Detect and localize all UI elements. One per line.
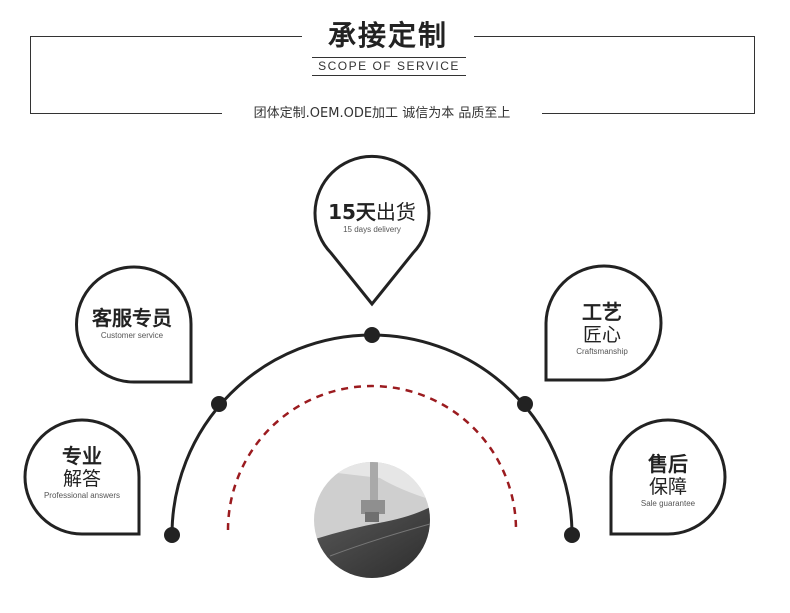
arc-dot-top [364,327,380,343]
arc-dot-left-mid [211,396,227,412]
answers-title-2: 解答 [62,468,101,490]
bubble-craft: 工艺 匠心 Craftsmanship [544,300,660,357]
page-title: 承接定制 [327,19,448,52]
answers-title-1: 专业 [62,444,102,468]
bubble-after-sales: 售后 保障 Sale guarantee [610,452,726,509]
service-en: Customer service [100,331,164,340]
page-subtitle: SCOPE OF SERVICE [312,57,466,76]
delivery-title-bold: 15天 [328,200,376,224]
answers-en: Professional answers [43,491,121,500]
sewing-machine-photo [314,462,430,578]
craft-en: Craftsmanship [576,347,628,356]
arc-dot-right [564,527,580,543]
after-sales-en: Sale guarantee [640,499,696,508]
service-title: 客服专员 [92,306,172,330]
bubble-craft-shape [544,264,663,382]
bubble-service: 客服专员 Customer service [76,306,188,341]
craft-title-2: 匠心 [582,324,621,346]
bubble-answers-shape [23,418,141,536]
arc-dot-left [164,527,180,543]
bubble-answers: 专业 解答 Professional answers [26,444,138,501]
delivery-en: 15 days delivery [343,225,401,234]
bubble-service-shape [75,265,193,384]
after-sales-title-1: 售后 [648,452,688,476]
tagline: 团体定制.OEM.ODE加工 诚信为本 品质至上 [222,104,542,124]
arc-dot-right-mid [517,396,533,412]
craft-title-1: 工艺 [582,300,622,324]
delivery-title-rest: 出货 [375,200,416,224]
bubble-delivery-shape [313,154,431,307]
dashed-arc [226,384,518,531]
bubble-delivery: 15天出货 15 days delivery [318,200,426,235]
delivery-title: 15天出货 [318,200,426,224]
after-sales-title-2: 保障 [648,476,687,498]
bubble-after-sales-shape [609,418,727,536]
